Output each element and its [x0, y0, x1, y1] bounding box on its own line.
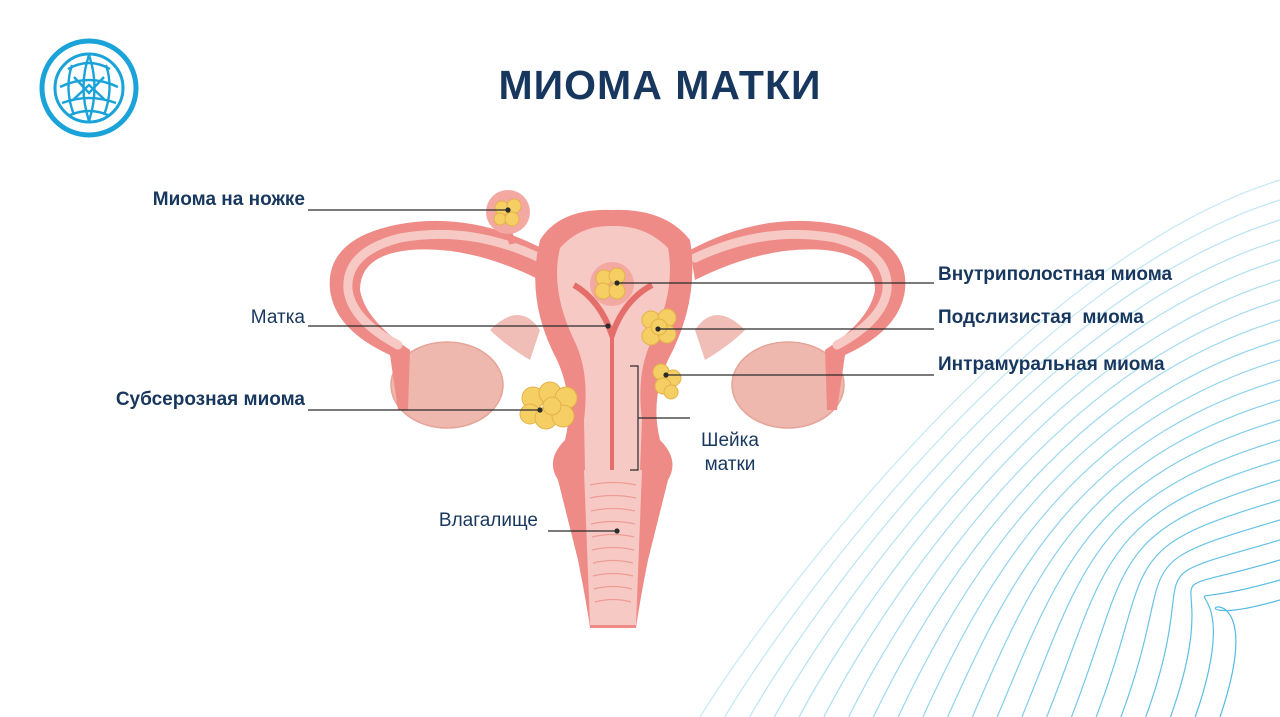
submucous-fibroid: [641, 308, 677, 346]
intramural-fibroid: [652, 363, 682, 400]
label-submucous-fibroid: Подслизистая миома: [938, 307, 1144, 328]
wave-line: [848, 299, 1280, 717]
wave-line: [1194, 579, 1280, 717]
label-subserous-fibroid: Субсерозная миома: [115, 389, 305, 410]
wave-line: [1214, 599, 1280, 717]
wave-line: [749, 219, 1280, 717]
wave-line: [1169, 559, 1280, 717]
label-intramural-fibroid: Интрамуральная миома: [938, 354, 1165, 375]
wave-line: [897, 339, 1280, 717]
wave-line: [1120, 519, 1280, 717]
sphere-net-logo-icon: [39, 38, 139, 138]
left-fallopian-tube: [329, 220, 545, 410]
cervix-bracket: [630, 365, 690, 471]
label-vagina: Влагалище: [438, 510, 538, 531]
wave-line: [798, 259, 1280, 717]
label-cervix-line2: матки: [704, 454, 756, 475]
label-cervix: Шейка матки: [680, 429, 780, 477]
label-cervix-line1: Шейка: [701, 430, 759, 451]
wave-line: [947, 379, 1280, 717]
wave-line: [1046, 459, 1280, 717]
wave-line: [996, 419, 1280, 717]
wave-line: [773, 239, 1280, 717]
label-pedunculated-fibroid: Миома на ножке: [152, 189, 305, 210]
wave-line: [922, 359, 1280, 717]
label-intracavitary-fibroid: Внутриполостная миома: [938, 264, 1173, 285]
right-fallopian-tube: [690, 220, 906, 410]
wave-line: [724, 199, 1280, 717]
wave-line: [1021, 439, 1280, 717]
wave-line: [971, 399, 1280, 717]
right-ovary: [731, 341, 845, 429]
wave-line: [1145, 539, 1280, 717]
subserous-fibroid: [519, 381, 578, 430]
wave-line: [1070, 479, 1280, 717]
wave-line: [872, 319, 1280, 717]
wave-line: [699, 179, 1280, 717]
intracavitary-fibroid: [594, 267, 626, 300]
page-title: МИОМА МАТКИ: [498, 62, 822, 108]
left-ovary: [390, 341, 504, 429]
wave-line: [1095, 499, 1280, 717]
label-uterus: Матка: [250, 307, 305, 328]
wave-line: [823, 279, 1280, 717]
